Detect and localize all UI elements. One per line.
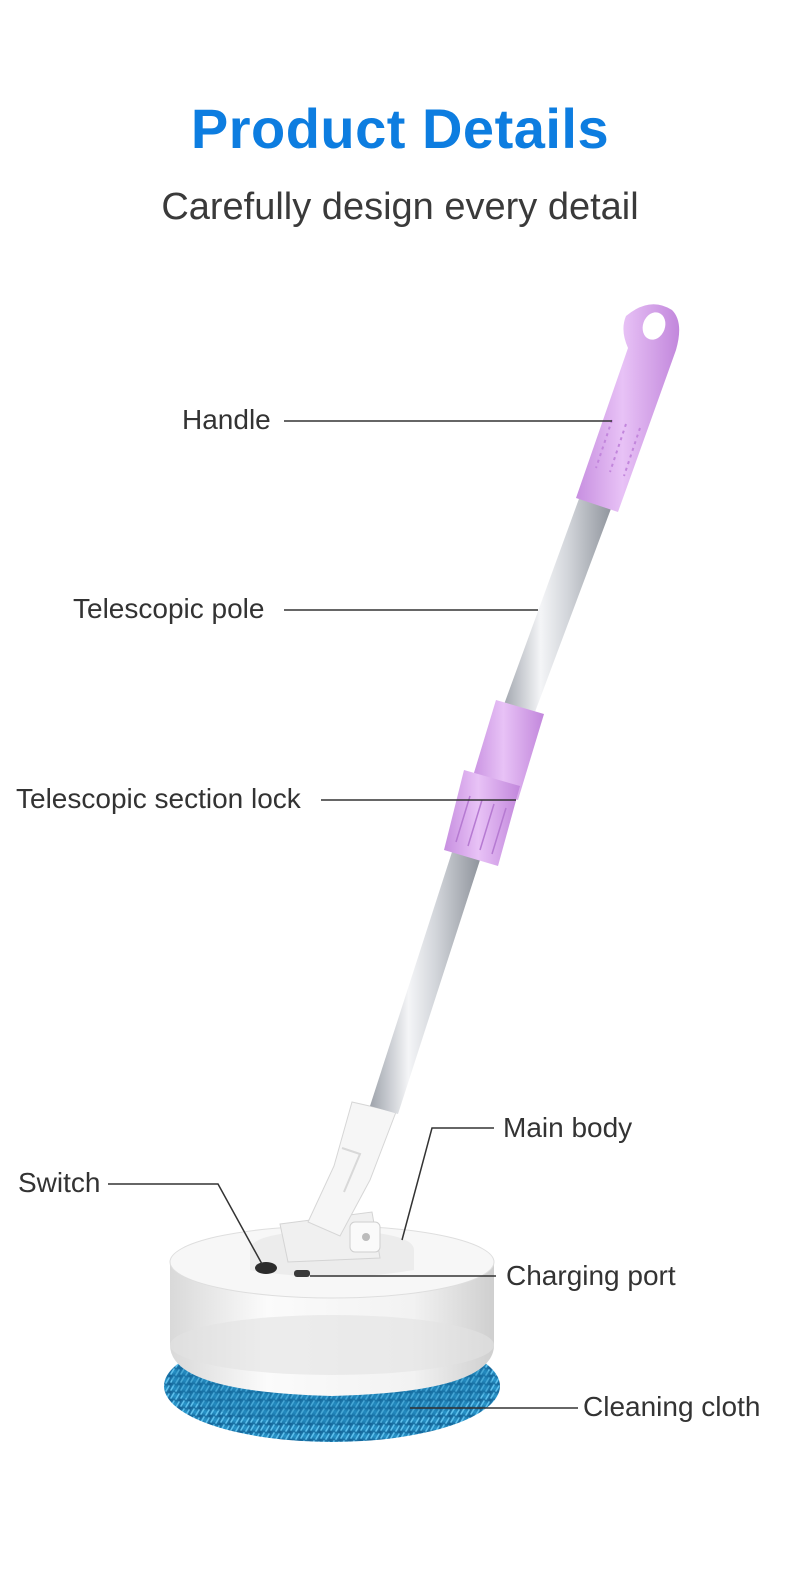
section-lock (444, 700, 544, 866)
label-main-body: Main body (503, 1112, 633, 1143)
joint-bracket (279, 1101, 397, 1263)
charging-port (294, 1270, 310, 1277)
leader-switch (108, 1183, 263, 1265)
handle-grip (576, 304, 680, 512)
label-telescopic-pole: Telescopic pole (73, 593, 265, 624)
switch-button (255, 1262, 277, 1274)
label-section-lock: Telescopic section lock (16, 783, 301, 814)
page-title: Product Details (190, 97, 610, 160)
leader-main-body (401, 1127, 494, 1241)
upper-pole (502, 496, 612, 720)
label-cleaning-cloth: Cleaning cloth (583, 1391, 761, 1422)
label-charging-port: Charging port (506, 1260, 676, 1291)
page-subtitle: Carefully design every detail (161, 186, 639, 228)
label-handle: Handle (182, 404, 271, 435)
label-switch: Switch (18, 1167, 101, 1198)
lower-pole (370, 852, 480, 1114)
leader-lines (108, 420, 612, 1409)
